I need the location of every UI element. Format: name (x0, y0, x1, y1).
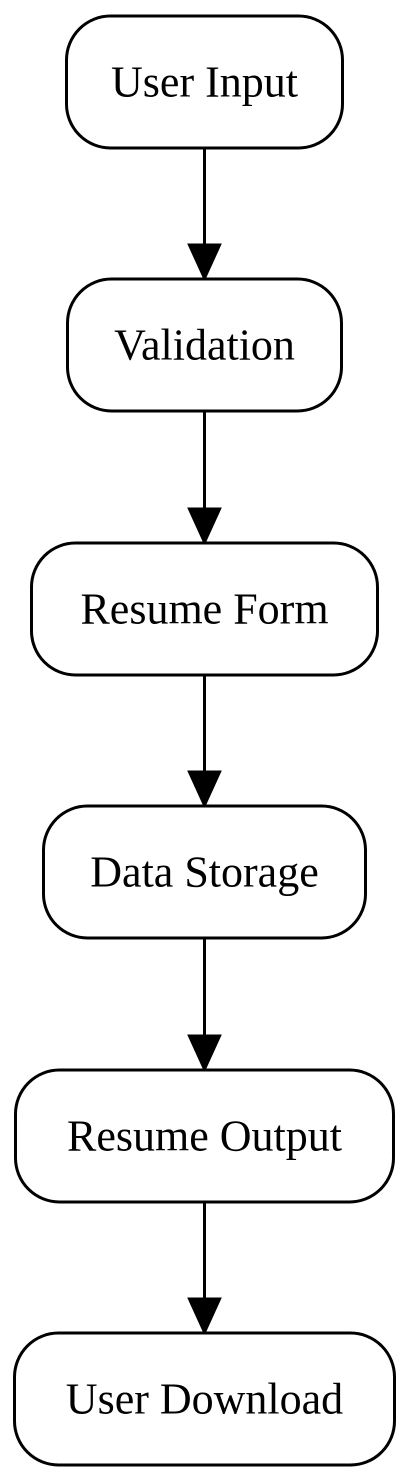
arrowhead-icon (187, 1034, 222, 1073)
flow-node-user-input: User Input (65, 14, 344, 150)
edge-arrow-resume-form-to-data-storage (187, 675, 222, 809)
edge-arrow-data-storage-to-resume-output (187, 938, 222, 1073)
flow-node-data-storage: Data Storage (42, 804, 367, 940)
edge-arrow-user-input-to-validation (187, 148, 222, 282)
node-label: User Download (66, 1375, 343, 1424)
flow-node-validation: Validation (66, 277, 343, 413)
edge-arrow-validation-to-resume-form (187, 411, 222, 546)
node-label: Resume Output (67, 1112, 342, 1161)
arrowhead-icon (187, 507, 222, 546)
edges-layer (187, 148, 222, 1336)
node-label: Resume Form (80, 585, 328, 634)
node-label: User Input (111, 58, 298, 107)
arrowhead-icon (187, 1297, 222, 1336)
edge-arrow-resume-output-to-user-download (187, 1202, 222, 1336)
arrowhead-icon (187, 243, 222, 282)
node-box (42, 804, 367, 940)
node-box (30, 541, 379, 677)
flow-node-resume-output: Resume Output (14, 1068, 395, 1204)
node-label: Data Storage (90, 848, 318, 897)
flow-node-resume-form: Resume Form (30, 541, 379, 677)
node-box (13, 1331, 396, 1467)
node-box (66, 277, 343, 413)
flow-node-user-download: User Download (13, 1331, 396, 1467)
arrowhead-icon (187, 770, 222, 809)
node-box (14, 1068, 395, 1204)
node-box (65, 14, 344, 150)
node-label: Validation (114, 321, 295, 370)
